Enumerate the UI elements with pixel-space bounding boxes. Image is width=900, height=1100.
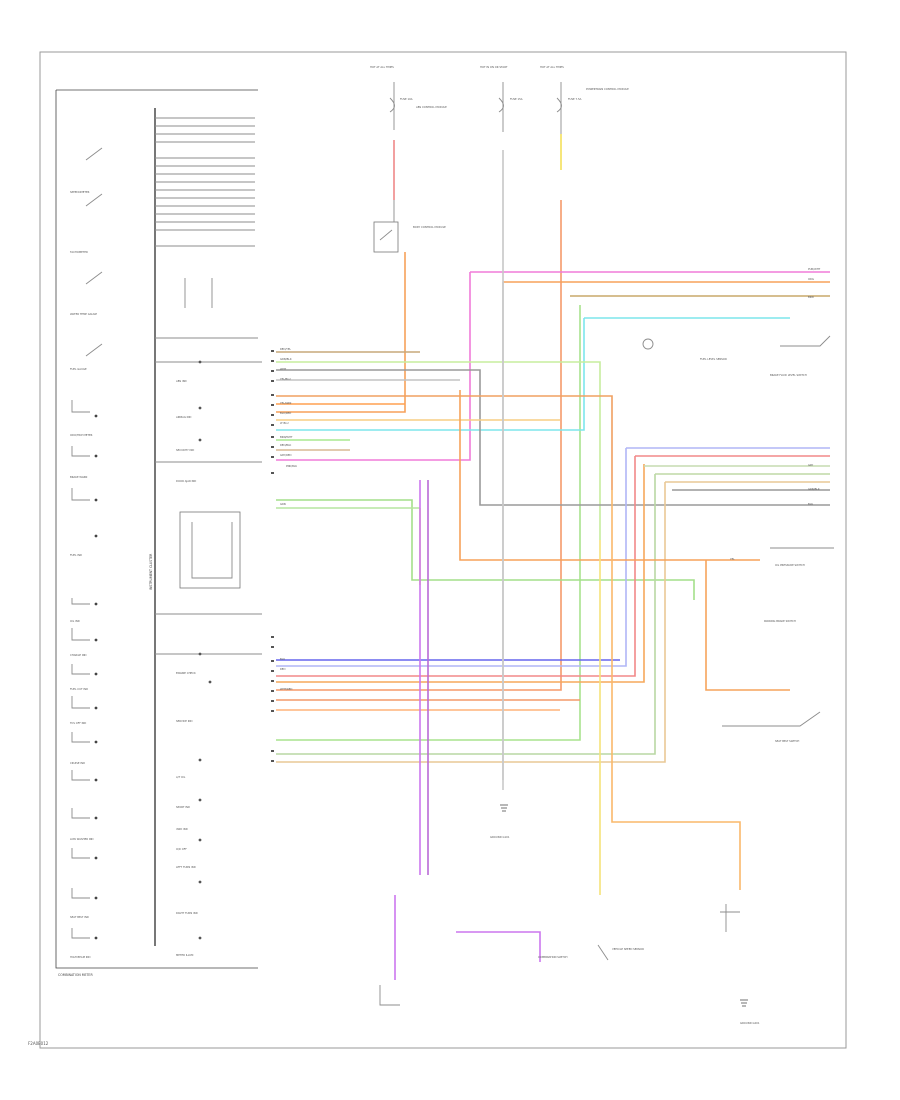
wire-label: BLU [280, 657, 285, 661]
wire-label: LT BLU [280, 421, 289, 425]
indicator-label: SPORT IND [176, 805, 190, 809]
component-label: PARKING BRAKE SWITCH [764, 619, 796, 623]
wire-label: BLK [808, 502, 813, 506]
indicator-label: WATER TEMP GAUGE [70, 312, 97, 316]
wire-label: GRY/RED [280, 453, 292, 457]
component-label: COMBINATION SWITCH [538, 955, 568, 959]
wire-color-labels: RED/YEL GRN/BLK WHT YEL/BLU YEL/GRN BLU/… [280, 267, 821, 691]
fuse-title: HOT IN ON OR START [480, 65, 508, 69]
component-label: GROUND G201 [740, 1021, 760, 1025]
indicator-label: BRAKE WARN [70, 475, 87, 479]
wire-label: GRN/BLK [280, 357, 292, 361]
fuse-block: HOT AT ALL TIMES HOT IN ON OR START HOT … [370, 65, 582, 134]
cluster-footer-label: COMBINATION METER [58, 973, 93, 977]
cluster-title: INSTRUMENT CLUSTER [149, 553, 153, 590]
component-label: BODY CONTROL MODULE [413, 225, 446, 229]
wire-label: WHT/RED [280, 687, 292, 691]
indicator-label: TCS OFF IND [70, 721, 86, 725]
figure-code: F2A0E012 [28, 1041, 49, 1046]
wire-label: BLU/RED [280, 411, 291, 415]
wire-label: RED/BLK [280, 443, 292, 447]
indicator-label: 4WD IND [176, 827, 188, 831]
indicator-label: SECURITY IND [176, 448, 194, 452]
indicator-label: CRUISE IND [70, 761, 85, 765]
wire-label: YEL/BLU [280, 377, 291, 381]
component-label: VEHICLE SPEED SENSOR [612, 947, 644, 951]
left-indicator-symbols [94, 414, 98, 940]
wire-harness [276, 134, 830, 980]
indicator-label: METER ILLUM [176, 953, 193, 957]
fuse-title: HOT AT ALL TIMES [370, 65, 394, 69]
wire-label: PNK/BLK [286, 464, 297, 468]
indicator-label: OIL IND [70, 619, 80, 623]
indicator-label: A/T OIL [176, 775, 186, 779]
component-label: SEAT BELT SWITCH [775, 739, 799, 743]
wire-label: YEL [730, 557, 735, 561]
wire-label: PUR/WHT [808, 267, 821, 271]
component-label: ABS CONTROL MODULE [416, 105, 447, 109]
indicator-label: HIGH BEAM IND [70, 955, 90, 959]
component-label: GROUND G101 [490, 835, 510, 839]
fuse-rating: FUSE 10A [400, 97, 413, 101]
instrument-cluster: INSTRUMENT CLUSTER COMBINATION METER SPE [55, 89, 262, 977]
fuse-rating: FUSE 15A [510, 97, 523, 101]
indicator-label: ENGINE CHECK [176, 671, 196, 675]
indicator-label: DOOR AJAR IND [176, 479, 196, 483]
indicator-label: TACHOMETER [70, 250, 88, 254]
component-labels: ABS CONTROL MODULE POWERTRAIN CONTROL MO… [413, 87, 807, 1025]
indicator-label: FUEL IND [70, 553, 82, 557]
indicator-label: LEFT TURN IND [176, 865, 196, 869]
wire-label: BRN [808, 295, 814, 299]
connector-pins [271, 350, 274, 762]
right-indicator-labels: ABS IND AIRBAG IND SECURITY IND DOOR AJA… [176, 379, 198, 957]
indicator-label: LOW WASHER IND [70, 837, 94, 841]
indicator-label: FUEL GAUGE [70, 367, 87, 371]
wire-label: RED/YEL [280, 347, 292, 351]
wire-label: ORG [808, 277, 814, 281]
right-components [379, 335, 834, 1006]
indicator-label: ODO/TRIP METER [70, 433, 93, 437]
wire-label: YEL/GRN [280, 401, 291, 405]
component-label: OIL PRESSURE SWITCH [775, 563, 805, 567]
indicator-label: SEAT BELT IND [70, 915, 89, 919]
wire-label: GRN/BLK [808, 487, 820, 491]
indicator-label: FUEL CUT IND [70, 687, 88, 691]
left-indicator-labels: SPEEDOMETER TACHOMETER WATER TEMP GAUGE … [70, 190, 97, 959]
diagram-frame [39, 51, 847, 1049]
wire-label: WHT [280, 367, 287, 371]
wire-label: RED [280, 667, 285, 671]
indicator-label: O/D OFF [176, 847, 187, 851]
wire-label: GRY [808, 463, 814, 467]
ground-symbols [500, 804, 748, 1007]
fuse-rating: FUSE 7.5A [568, 97, 582, 101]
indicator-label: SERVICE IND [176, 719, 192, 723]
indicator-label: AIRBAG IND [176, 415, 191, 419]
wire-label: GRN [280, 502, 286, 506]
wire-label: BRN/WHT [280, 435, 293, 439]
indicator-label: CHARGE IND [70, 653, 87, 657]
fuse-title: HOT AT ALL TIMES [540, 65, 564, 69]
indicator-label: RIGHT TURN IND [176, 911, 198, 915]
component-label: POWERTRAIN CONTROL MODULE [586, 87, 629, 91]
indicator-label: SPEEDOMETER [70, 190, 90, 194]
component-label: BRAKE FLUID LEVEL SWITCH [770, 373, 807, 377]
component-label: FUEL LEVEL SENSOR [700, 357, 727, 361]
indicator-label: ABS IND [176, 379, 187, 383]
